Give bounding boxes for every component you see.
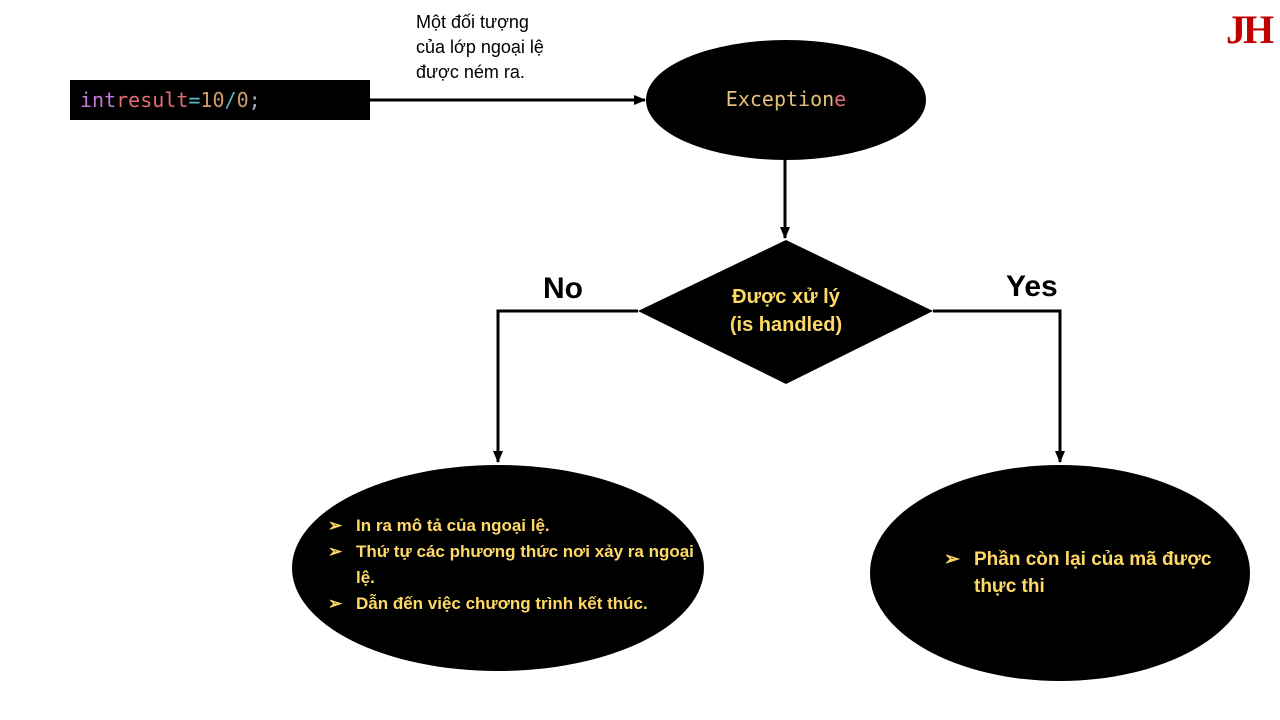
exception-ellipse — [646, 40, 926, 160]
list-item: ➢ Dẫn đến việc chương trình kết thúc. — [328, 591, 698, 617]
list-item-text: Thứ tự các phương thức nơi xảy ra ngoại … — [356, 542, 694, 587]
outcome-yes-list: ➢ Phần còn lại của mã được thực thi — [930, 546, 1220, 600]
outcome-no-ellipse — [292, 465, 704, 671]
decision-diamond — [638, 240, 933, 384]
note-line: Một đối tượng — [416, 12, 529, 32]
jh-logo: JH — [1226, 7, 1274, 52]
decision-line-1: Được xử lý — [732, 286, 840, 308]
code-divisor: 0 — [236, 88, 249, 112]
code-keyword: int — [80, 88, 117, 112]
exception-type: Exception — [725, 87, 835, 111]
code-snippet: int result = 10 / 0; — [70, 80, 370, 120]
list-item: ➢ Thứ tự các phương thức nơi xảy ra ngoại… — [328, 539, 698, 591]
thrown-object-note: Một đối tượng của lớp ngoại lệ được ném … — [416, 10, 616, 85]
arrow-bullet-icon: ➢ — [328, 516, 343, 535]
list-item-text: Phần còn lại của mã được thực thi — [974, 549, 1212, 597]
arrow-bullet-icon: ➢ — [328, 542, 343, 561]
code-assign-operator: = — [188, 88, 201, 112]
arrow-bullet-icon: ➢ — [944, 549, 960, 570]
exception-label: Exception e — [646, 80, 926, 118]
outcome-yes-ellipse — [870, 465, 1250, 681]
list-item: ➢ In ra mô tả của ngoại lệ. — [328, 513, 698, 539]
decision-label: Được xử lý (is handled) — [660, 283, 912, 339]
code-terminator: ; — [248, 88, 261, 112]
outcome-no-list: ➢ In ra mô tả của ngoại lệ. ➢ Thứ tự các p… — [328, 513, 698, 617]
exception-variable: e — [834, 87, 847, 111]
yes-branch-label: Yes — [1006, 270, 1058, 303]
code-dividend: 10 — [200, 88, 225, 112]
note-line: của lớp ngoại lệ — [416, 37, 544, 57]
no-branch-label: No — [543, 272, 583, 305]
list-item-text: Dẫn đến việc chương trình kết thúc. — [356, 594, 648, 613]
no-branch-arrow — [493, 309, 638, 463]
code-variable: result — [116, 88, 189, 112]
yes-branch-arrow — [933, 309, 1065, 463]
arrow-bullet-icon: ➢ — [328, 594, 343, 613]
list-item: ➢ Phần còn lại của mã được thực thi — [930, 546, 1220, 600]
code-divide-operator: / — [224, 88, 237, 112]
note-line: được ném ra. — [416, 62, 525, 82]
list-item-text: In ra mô tả của ngoại lệ. — [356, 516, 550, 535]
decision-line-2: (is handled) — [729, 314, 843, 336]
